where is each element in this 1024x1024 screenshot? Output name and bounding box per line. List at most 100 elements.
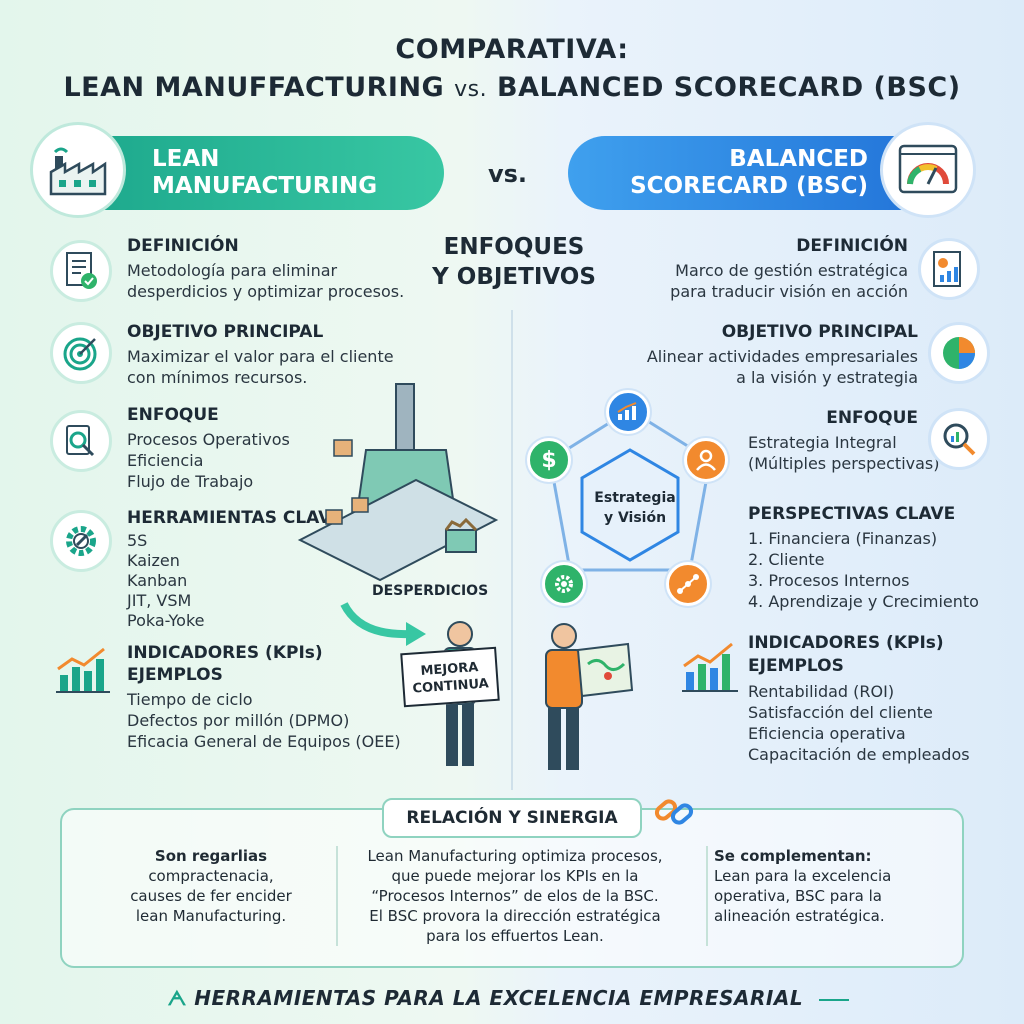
relacion-separator-right: [706, 846, 708, 946]
hub-label-line1: Estrategia: [594, 490, 676, 506]
kpi-bar-chart-icon: [678, 640, 740, 698]
title-vs: vs.: [454, 77, 488, 102]
lean-enfoque-line3: Flujo de Trabajo: [127, 472, 254, 491]
list-item: 1. Financiera (Finanzas): [748, 529, 938, 548]
lean-definicion-text: Metodología para eliminar desperdicios y…: [127, 260, 404, 302]
bsc-kpis-list: Rentabilidad (ROI) Satisfacción del clie…: [748, 681, 970, 765]
enfoques-title-line1: ENFOQUES: [443, 234, 585, 260]
list-item: Eficiencia operativa: [748, 724, 906, 743]
relacion-center-text: Lean Manufacturing optimiza procesos, qu…: [340, 846, 690, 946]
desperdicios-label: DESPERDICIOS: [372, 583, 489, 599]
hub-label-line2: y Visión: [603, 510, 667, 526]
factory-icon: [30, 122, 126, 218]
magnifier-chart-icon: [928, 408, 990, 470]
lean-herramientas-list: 5S Kaizen Kanban JIT, VSM Poka-Yoke: [127, 531, 205, 631]
footer-text: HERRAMIENTAS PARA LA EXCELENCIA EMPRESAR…: [194, 986, 804, 1010]
list-item: 3. Procesos Internos: [748, 571, 910, 590]
lean-definicion-line1: Metodología para eliminar: [127, 261, 338, 280]
relacion-separator-left: [336, 846, 338, 946]
relacion-right-line3: operativa, BSC para la: [714, 887, 882, 905]
page-title-line2: LEAN MANUFFACTURING vs. BALANCED SCORECA…: [0, 72, 1024, 103]
bsc-kpis-heading2: EJEMPLOS: [748, 656, 844, 676]
hub-label: Estrategia y Visión: [580, 488, 690, 528]
relacion-left-line3: causes de fer encider: [130, 887, 292, 905]
list-item: Kaizen: [127, 551, 180, 570]
list-item: Kanban: [127, 571, 188, 590]
person-with-map-figure: [528, 620, 638, 784]
bsc-banner-line1: BALANCED: [729, 146, 868, 172]
relacion-center-line3: “Procesos Internos” de elos de la BSC.: [371, 887, 659, 905]
lean-banner-line2: MANUFACTURING: [152, 173, 378, 199]
lean-kpis-heading2: EJEMPLOS: [127, 665, 223, 685]
enfoques-title-line2: Y OBJETIVOS: [432, 264, 596, 290]
relacion-title: RELACIÓN Y SINERGIA: [382, 798, 642, 838]
bsc-objetivo-line2: a la visión y estrategia: [736, 368, 918, 387]
vs-label: vs.: [488, 160, 528, 188]
lean-kpis-heading1: INDICADORES (KPIs): [127, 643, 323, 663]
clipboard-magnifier-icon: [50, 410, 112, 472]
relacion-right-text: Se complementan: Lean para la excelencia…: [714, 846, 934, 926]
footer-line: [818, 998, 849, 1001]
document-check-icon: [50, 240, 112, 302]
factory-conveyor-illustration: [296, 380, 506, 594]
list-item: Satisfacción del cliente: [748, 703, 933, 722]
list-item: Poka-Yoke: [127, 611, 205, 630]
bsc-perspectivas-heading: PERSPECTIVAS CLAVE: [748, 504, 956, 524]
lean-objetivo-line1: Maximizar el valor para el cliente: [127, 347, 394, 366]
bsc-perspectivas-list: 1. Financiera (Finanzas) 2. Cliente 3. P…: [748, 528, 979, 612]
list-item: Tiempo de ciclo: [127, 690, 253, 709]
relacion-right-line4: alineación estratégica.: [714, 907, 885, 925]
relacion-center-line4: El BSC provora la dirección estratégica: [369, 907, 661, 925]
footer: ᗅ HERRAMIENTAS PARA LA EXCELENCIA EMPRES…: [0, 986, 1024, 1010]
lean-enfoque-text: Procesos Operativos Eficiencia Flujo de …: [127, 429, 290, 492]
list-item: Capacitación de empleados: [748, 745, 970, 764]
bsc-definicion-line2: para traducir visión en acción: [670, 282, 908, 301]
lean-objetivo-line2: con mínimos recursos.: [127, 368, 308, 387]
process-gear-icon: [542, 562, 586, 606]
bsc-enfoque-heading: ENFOQUE: [826, 408, 918, 428]
footer-logo-icon: ᗅ: [167, 986, 187, 1010]
relacion-center-line1: Lean Manufacturing optimiza procesos,: [367, 847, 663, 865]
lean-objetivo-text: Maximizar el valor para el cliente con m…: [127, 346, 394, 388]
dollar-icon: $: [527, 438, 571, 482]
chain-link-icon: [652, 790, 696, 838]
bsc-enfoque-text: Estrategia Integral (Múltiples perspecti…: [700, 432, 950, 474]
bsc-objetivo-heading: OBJETIVO PRINCIPAL: [721, 322, 918, 342]
lean-kpis-list: Tiempo de ciclo Defectos por millón (DPM…: [127, 689, 401, 752]
relacion-right-line1: Se complementan:: [714, 847, 872, 865]
center-divider: [511, 310, 513, 790]
list-item: JIT, VSM: [127, 591, 192, 610]
list-item: Defectos por millón (DPMO): [127, 711, 350, 730]
bsc-definicion-line1: Marco de gestión estratégica: [675, 261, 908, 280]
bsc-definicion-text: Marco de gestión estratégica para traduc…: [600, 260, 908, 302]
curved-arrow-icon: [340, 600, 430, 654]
list-item: 4. Aprendizaje y Crecimiento: [748, 592, 979, 611]
lean-herramientas-heading: HERRAMIENTAS CLAVE: [127, 508, 343, 528]
relacion-center-line2: que puede mejorar los KPIs en la: [391, 867, 639, 885]
mejora-continua-sign: MEJORA CONTINUA: [400, 646, 500, 708]
dashboard-gauge-icon: [880, 122, 976, 218]
learning-path-icon: [666, 562, 710, 606]
bsc-objetivo-text: Alinear actividades empresariales a la v…: [600, 346, 918, 388]
relacion-left-line2: compractenacia,: [148, 867, 274, 885]
lean-definicion-line2: desperdicios y optimizar procesos.: [127, 282, 405, 301]
lean-enfoque-line1: Procesos Operativos: [127, 430, 290, 449]
customer-icon: [684, 438, 728, 482]
lean-banner-line1: LEAN: [152, 146, 220, 172]
list-item: Rentabilidad (ROI): [748, 682, 895, 701]
target-icon: [50, 322, 112, 384]
lean-enfoque-heading: ENFOQUE: [127, 405, 219, 425]
page-title-line1: COMPARATIVA:: [395, 34, 629, 65]
relacion-right-line2: Lean para la excelencia: [714, 867, 892, 885]
relacion-center-line5: para los effuertos Lean.: [426, 927, 604, 945]
title-bsc: BALANCED SCORECARD (BSC): [497, 72, 961, 103]
list-item: 5S: [127, 531, 148, 550]
bar-chart-icon: [54, 645, 112, 699]
lean-definicion-heading: DEFINICIÓN: [127, 236, 239, 256]
relacion-left-text: Son regarlias compractenacia, causes de …: [96, 846, 326, 926]
bsc-enfoque-line1: Estrategia Integral: [748, 433, 897, 452]
list-item: Eficacia General de Equipos (OEE): [127, 732, 401, 751]
bsc-enfoque-line2: (Múltiples perspectivas): [748, 454, 940, 473]
pie-chart-icon: [928, 322, 990, 384]
lean-enfoque-line2: Eficiencia: [127, 451, 204, 470]
